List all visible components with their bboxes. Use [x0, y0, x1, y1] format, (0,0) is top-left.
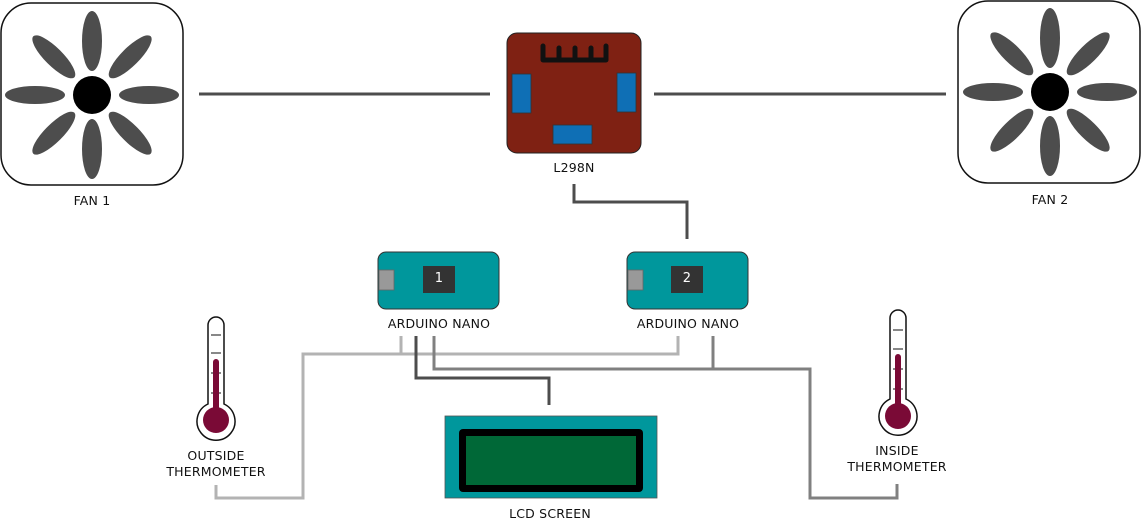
driver-connector-left [511, 73, 532, 114]
arduino-1-label: ARDUINO NANO [387, 316, 491, 331]
driver-board [506, 32, 642, 154]
driver-connector-bottom [552, 124, 593, 145]
wire-outside-thermo-bus [214, 336, 680, 500]
lcd-display [466, 436, 636, 485]
inside-thermometer-icon [878, 309, 918, 436]
arduino-2-badge: 2 [682, 271, 692, 286]
fan-1-hub [73, 76, 111, 114]
arduino-1-chip [423, 266, 455, 293]
fan-1 [0, 2, 184, 186]
l298n-label: L298N [553, 160, 595, 175]
fan-2-label: FAN 2 [1031, 192, 1069, 207]
lcd-screen [444, 415, 658, 499]
wire-arduino1-lcd [414, 336, 551, 405]
arduino-2-usb-port [627, 269, 644, 291]
l298n-driver [506, 32, 642, 154]
heatsink-icon [540, 43, 609, 63]
fan-2-hub [1031, 73, 1069, 111]
fan-2 [957, 0, 1141, 184]
wires [199, 92, 946, 500]
arduino-2-chip [671, 266, 703, 293]
wire-inside-thermo-bus [432, 336, 899, 500]
wire-driver-arduino2 [572, 184, 689, 239]
fan-1-blades-icon [5, 11, 179, 179]
arduino-nano-2 [626, 251, 749, 310]
inside-thermometer-label-line1: INSIDE [875, 443, 919, 458]
lcd-label: LCD SCREEN [509, 506, 591, 521]
driver-connector-right [616, 72, 637, 113]
fan-1-label: FAN 1 [73, 193, 111, 208]
outside-thermometer-label-line2: THERMOMETER [166, 464, 266, 479]
fan-2-blades-icon [963, 8, 1137, 176]
arduino-2-label: ARDUINO NANO [636, 316, 740, 331]
outside-thermometer-label-line1: OUTSIDE [187, 448, 245, 463]
arduino-1-badge: 1 [434, 271, 444, 286]
arduino-nano-1 [377, 251, 500, 310]
inside-thermometer-label-line2: THERMOMETER [847, 459, 947, 474]
outside-thermometer-icon [196, 316, 236, 441]
arduino-1-usb-port [378, 269, 395, 291]
